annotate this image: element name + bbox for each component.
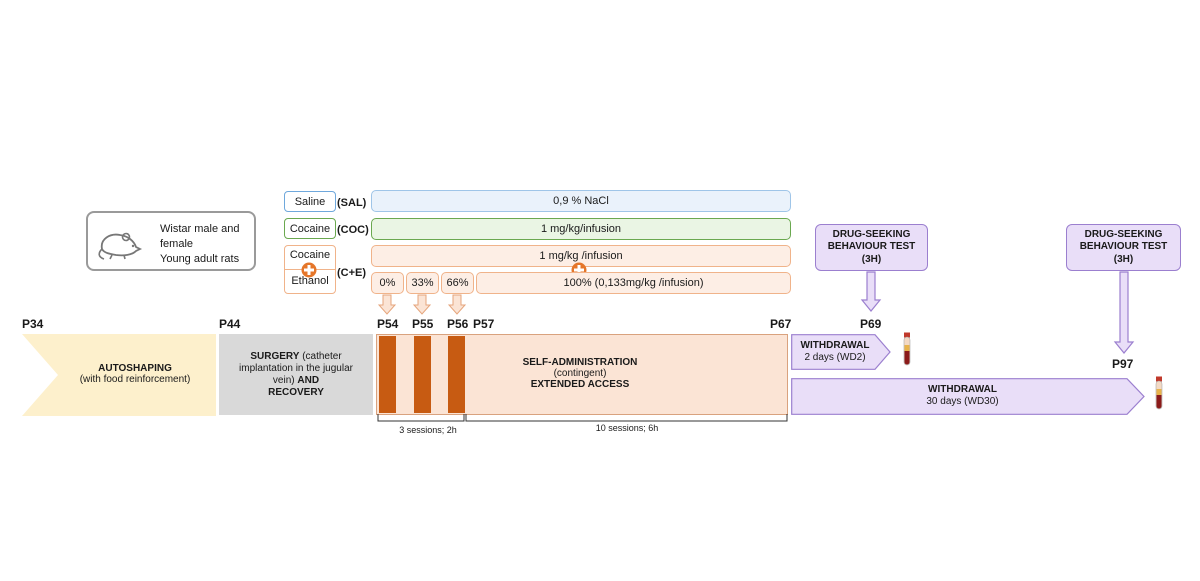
surgery-recovery: RECOVERY — [268, 387, 324, 398]
withdrawal-wd2-label: WITHDRAWAL 2 days (WD2) — [794, 337, 876, 367]
timepoint-p34: P34 — [22, 317, 44, 331]
autoshaping-subtitle: (with food reinforcement) — [79, 374, 191, 385]
surgery-label: SURGERY (catheter implantation in the ju… — [236, 342, 356, 408]
sessions-short-label: 3 sessions; 2h — [399, 425, 457, 435]
withdrawal-wd30-shape — [791, 378, 1145, 415]
drug-seeking-1-line3: (3H) — [861, 253, 882, 265]
ethanol-step-33: 33% — [406, 272, 439, 294]
session-p55 — [414, 336, 431, 413]
drug-seeking-2-line3: (3H) — [1113, 253, 1134, 265]
group-code-ce: (C+E) — [337, 267, 367, 279]
timepoint-p55: P55 — [412, 317, 434, 331]
cocaine-treatment-bar: 1 mg/kg/infusion — [371, 218, 791, 240]
timepoint-p97: P97 — [1112, 357, 1134, 371]
withdrawal-wd2-shape — [791, 334, 891, 370]
timepoint-p69: P69 — [860, 317, 882, 331]
self-admin-title: SELF-ADMINISTRATION — [522, 356, 638, 368]
animal-line-3: Young adult rats — [160, 253, 240, 265]
surgery-detail: (catheter implantation in the jugular ve… — [239, 351, 353, 386]
drug-seeking-test-1: DRUG-SEEKING BEHAVIOUR TEST (3H) — [815, 224, 928, 271]
sessions-long-label: 10 sessions; 6h — [595, 423, 659, 433]
animal-line-1: Wistar male and — [160, 223, 240, 235]
self-admin-label: SELF-ADMINISTRATION (contingent) EXTENDE… — [480, 350, 680, 396]
arrow-to-p69 — [860, 271, 882, 312]
autoshaping-title: AUTOSHAPING — [98, 363, 172, 374]
withdrawal-wd2-sub: 2 days (WD2) — [804, 352, 866, 363]
autoshaping-label: AUTOSHAPING (with food reinforcement) — [60, 352, 210, 396]
ethanol-step-100: 100% (0,133mg/kg /infusion) — [476, 272, 791, 294]
timepoint-p56: P56 — [447, 317, 469, 331]
self-admin-access: EXTENDED ACCESS — [530, 378, 630, 390]
blood-tube-icon — [903, 332, 911, 366]
drug-seeking-test-2: DRUG-SEEKING BEHAVIOUR TEST (3H) — [1066, 224, 1181, 271]
surgery-and: AND — [297, 375, 320, 386]
timepoint-p57: P57 — [473, 317, 495, 331]
group-label-saline: Saline — [284, 191, 336, 212]
session-brackets — [377, 414, 788, 422]
session-p56 — [448, 336, 465, 413]
session-p54 — [379, 336, 396, 413]
withdrawal-wd2-title: WITHDRAWAL — [800, 340, 870, 351]
timepoint-p44: P44 — [219, 317, 241, 331]
drug-seeking-1-line2: BEHAVIOUR TEST — [827, 241, 916, 253]
group-label-cocaine: Cocaine — [284, 218, 336, 239]
ethanol-step-66: 66% — [441, 272, 474, 294]
animal-info-box: Wistar male and female Young adult rats — [86, 211, 256, 271]
ethanol-step-0: 0% — [371, 272, 404, 294]
step-arrows — [377, 294, 467, 315]
drug-seeking-2-line2: BEHAVIOUR TEST — [1079, 241, 1168, 253]
withdrawal-wd30-label: WITHDRAWAL 30 days (WD30) — [800, 381, 1125, 411]
self-admin-phase — [376, 334, 788, 415]
rat-icon — [98, 232, 143, 260]
autoshaping-phase — [22, 334, 216, 416]
animal-line-2: female — [160, 238, 194, 250]
timepoint-p54: P54 — [377, 317, 399, 331]
plus-icon — [301, 262, 317, 278]
drug-seeking-1-line1: DRUG-SEEKING — [832, 228, 911, 240]
drug-seeking-2-line1: DRUG-SEEKING — [1084, 228, 1163, 240]
self-admin-subtitle: (contingent) — [553, 367, 607, 379]
group-label-cocaine-2: Cocaine — [289, 249, 331, 261]
surgery-title: SURGERY — [250, 351, 300, 362]
arrow-to-p97 — [1113, 271, 1135, 354]
group-code-sal: (SAL) — [337, 197, 367, 209]
group-label-ethanol: Ethanol — [291, 275, 329, 287]
timepoint-p67: P67 — [770, 317, 792, 331]
surgery-phase — [219, 334, 373, 415]
group-code-coc: (COC) — [337, 224, 369, 236]
saline-treatment-bar: 0,9 % NaCl — [371, 190, 791, 212]
group-label-cocaine-ethanol: Cocaine Ethanol — [284, 245, 336, 294]
withdrawal-wd30-title: WITHDRAWAL — [928, 384, 997, 395]
withdrawal-wd30-sub: 30 days (WD30) — [926, 396, 999, 407]
blood-tube-icon — [1155, 376, 1163, 410]
